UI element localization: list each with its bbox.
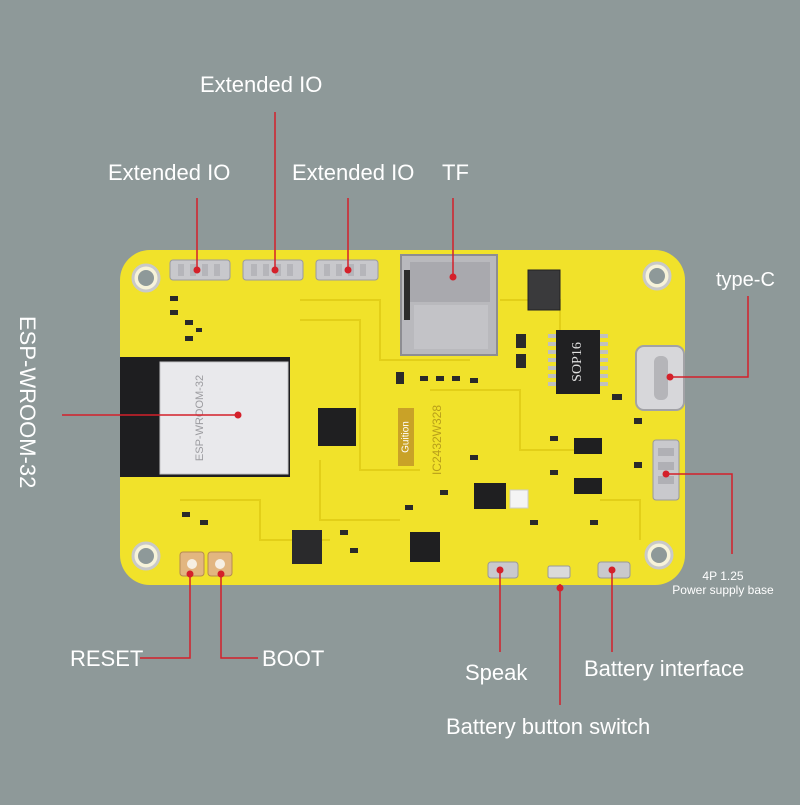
label-extended-io-left: Extended IO (108, 160, 231, 185)
label-reset: RESET (70, 646, 144, 671)
label-extended-io-top: Extended IO (200, 72, 323, 97)
label-boot: BOOT (262, 646, 325, 671)
label-speak: Speak (465, 660, 528, 685)
brand-logo-text: Guition (401, 421, 412, 453)
driver-chip (292, 530, 322, 564)
leader-dots (186, 266, 674, 592)
sop16-chip-label: SOP16 (570, 342, 585, 382)
battery-switch (547, 565, 571, 579)
brand-logo (398, 408, 414, 466)
leader-reset (140, 576, 191, 659)
regulator-chip (410, 532, 440, 562)
sop16-chip: SOP16 (548, 330, 608, 394)
leader-lines (62, 112, 749, 705)
esp-module-label: ESP-WROOM-32 (194, 375, 206, 461)
label-type-c: type-C (716, 269, 775, 291)
label-tf: TF (442, 160, 469, 185)
main-chip (318, 408, 356, 446)
power-chip (474, 483, 506, 509)
label-battery-interface: Battery interface (584, 656, 745, 681)
label-battery-button-switch: Battery button switch (446, 714, 651, 739)
leader-type-c (672, 296, 749, 378)
leader-boot (220, 576, 258, 659)
label-extended-io-right: Extended IO (292, 160, 415, 185)
small-connector (527, 269, 561, 311)
esp-wroom-module: ESP-WROOM-32 (120, 357, 290, 477)
board-model-label: IC2432W328 (430, 405, 444, 475)
leader-power-base (666, 473, 733, 554)
label-power-base-line1: 4P 1.25 (702, 569, 744, 583)
label-esp-wroom: ESP-WROOM-32 (15, 316, 40, 489)
mounting-holes (131, 261, 674, 571)
label-power-base-line2: Power supply base (672, 583, 774, 598)
label-power-supply-base: 4P 1.25 Power supply base (656, 569, 790, 598)
smd-components (170, 296, 642, 553)
power-supply-base-connector (652, 439, 680, 501)
tf-card-slot (400, 254, 498, 356)
